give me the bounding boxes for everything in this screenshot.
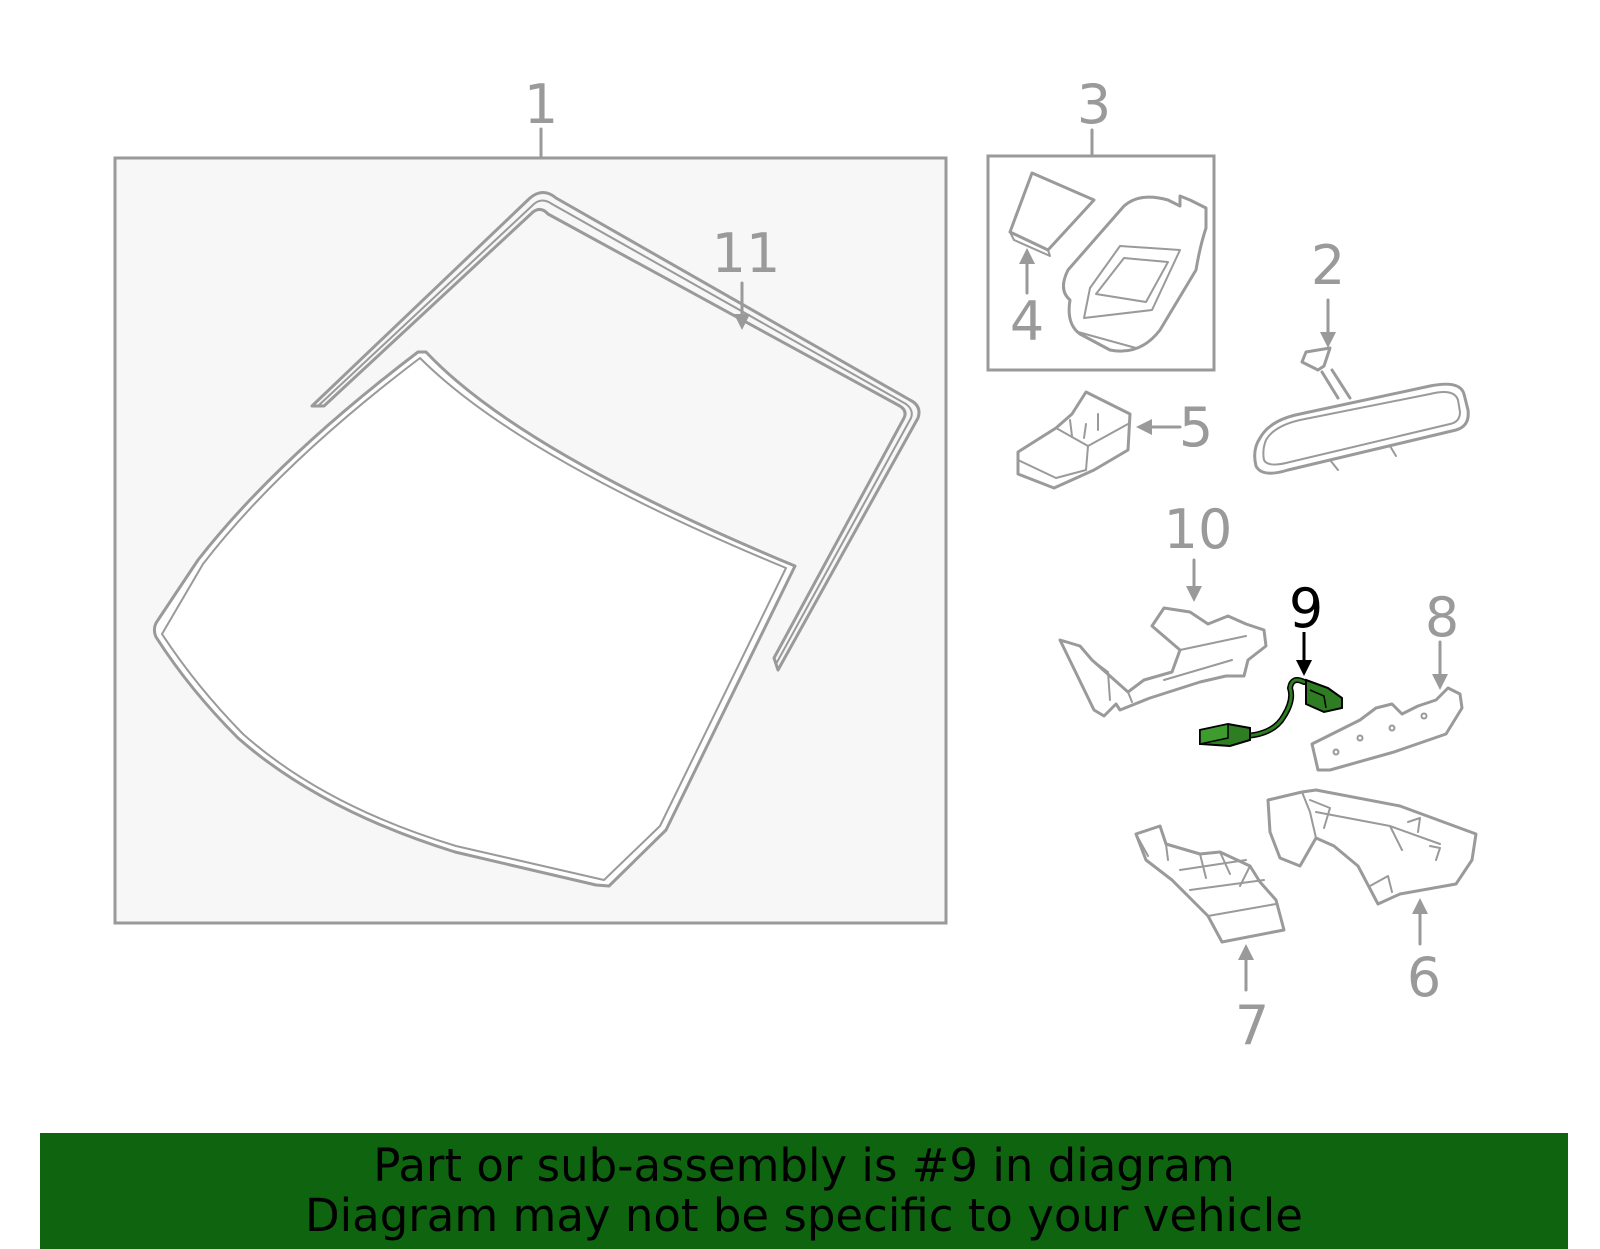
- mirror-bracket: [1016, 390, 1182, 490]
- trim-panel-6: [1266, 788, 1478, 946]
- callout-7: 7: [1235, 994, 1269, 1057]
- callout-9: 9: [1289, 577, 1323, 640]
- mounting-plate: [1310, 640, 1464, 772]
- callout-4: 4: [1010, 290, 1044, 353]
- windshield-molding: [310, 191, 921, 672]
- callout-6: 6: [1407, 946, 1441, 1009]
- callout-5: 5: [1179, 396, 1213, 459]
- callout-3: 3: [1077, 73, 1111, 136]
- trim-bracket-7: [1134, 824, 1286, 992]
- info-banner: Part or sub-assembly is #9 in diagram Di…: [40, 1133, 1568, 1249]
- wiring-harness: [1199, 632, 1343, 748]
- sensor-cover: [1062, 194, 1208, 353]
- sensor-kit-group: [986, 128, 1216, 372]
- windshield-assembly-group: [113, 127, 948, 925]
- trim-cover-10: [1058, 558, 1268, 718]
- banner-line-1: Part or sub-assembly is #9 in diagram: [373, 1139, 1235, 1192]
- callout-8: 8: [1425, 586, 1459, 649]
- callout-2: 2: [1311, 234, 1345, 297]
- callout-11: 11: [712, 222, 781, 285]
- windshield-glass: [152, 350, 797, 888]
- callout-1: 1: [524, 73, 558, 136]
- banner-line-2: Diagram may not be specific to your vehi…: [305, 1189, 1303, 1242]
- rear-view-mirror: [1253, 298, 1470, 475]
- callout-10: 10: [1164, 498, 1233, 561]
